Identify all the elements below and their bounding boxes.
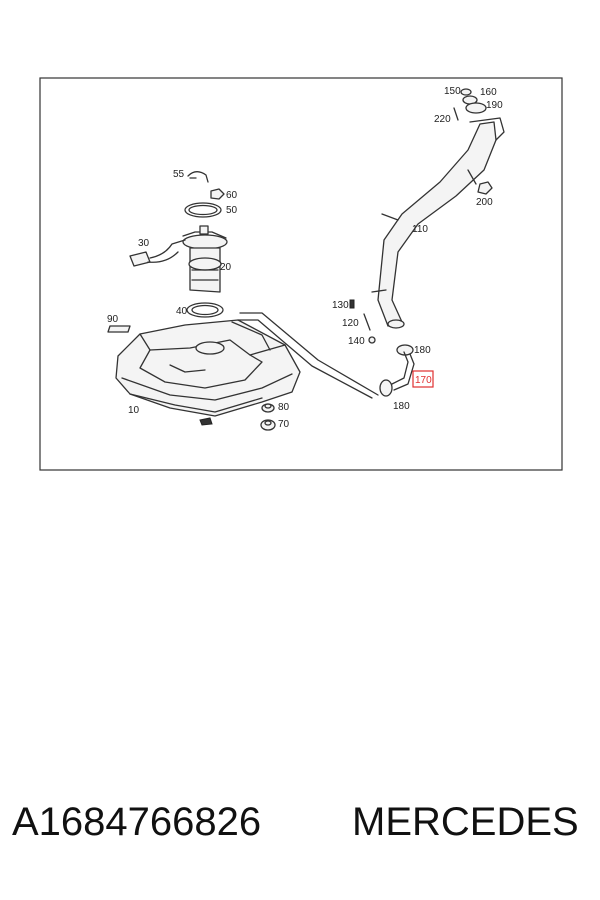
part-number: A1684766826 bbox=[12, 800, 262, 844]
hose-120 bbox=[363, 313, 371, 331]
callout-90: 90 bbox=[107, 314, 119, 325]
nut-60 bbox=[210, 188, 225, 200]
callout-170: 170 bbox=[415, 375, 432, 386]
callout-80: 80 bbox=[278, 402, 290, 413]
callout-60: 60 bbox=[226, 190, 238, 201]
callout-55: 55 bbox=[173, 169, 185, 180]
callout-140: 140 bbox=[348, 336, 365, 347]
fuel-pump bbox=[182, 225, 228, 293]
mount-80 bbox=[261, 403, 275, 413]
ring-190 bbox=[465, 102, 487, 114]
callout-120: 120 bbox=[342, 318, 359, 329]
seal-ring-40 bbox=[186, 302, 224, 318]
fuel-tank bbox=[115, 319, 301, 426]
screw-130 bbox=[349, 299, 355, 309]
vent-line bbox=[239, 312, 379, 396]
clamp-180-lower bbox=[379, 379, 393, 397]
filler-neck bbox=[371, 117, 505, 329]
callout-30: 30 bbox=[138, 238, 150, 249]
clamp-140 bbox=[368, 336, 376, 344]
label-plate-90 bbox=[107, 325, 131, 333]
callout-130: 130 bbox=[332, 300, 349, 311]
connector-30 bbox=[129, 239, 186, 267]
callout-180-lower: 180 bbox=[393, 401, 410, 412]
callout-150: 150 bbox=[444, 86, 461, 97]
callout-110: 110 bbox=[412, 224, 428, 235]
callout-190: 190 bbox=[486, 100, 503, 111]
mount-70 bbox=[260, 419, 276, 431]
footer: A1684766826 MERCEDES bbox=[0, 800, 600, 860]
nut-200 bbox=[477, 181, 493, 195]
cap-150 bbox=[460, 88, 472, 96]
callout-70: 70 bbox=[278, 419, 290, 430]
vent-line-inner bbox=[237, 319, 373, 399]
hose-170-inner bbox=[393, 353, 415, 391]
callout-200: 200 bbox=[476, 197, 493, 208]
lock-ring-50 bbox=[184, 202, 222, 218]
callout-40: 40 bbox=[176, 306, 188, 317]
highlight-box-170 bbox=[412, 370, 434, 388]
callout-50: 50 bbox=[226, 205, 238, 216]
screw-220 bbox=[453, 107, 459, 121]
callout-220: 220 bbox=[434, 114, 451, 125]
callout-160: 160 bbox=[480, 87, 497, 98]
hose-170 bbox=[391, 351, 409, 385]
brand-name: MERCEDES bbox=[352, 800, 579, 844]
callout-180-upper: 180 bbox=[414, 345, 431, 356]
callout-10: 10 bbox=[128, 405, 140, 416]
callout-20: 20 bbox=[220, 262, 232, 273]
clip-55 bbox=[187, 171, 209, 183]
